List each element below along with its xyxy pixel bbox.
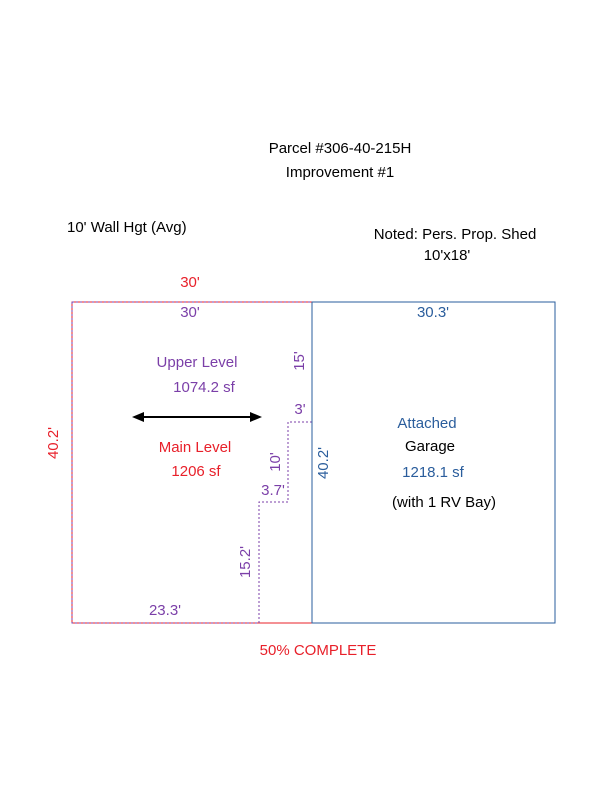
parcel-number: Parcel #306-40-215H bbox=[269, 140, 412, 157]
double-arrow-icon bbox=[132, 412, 262, 422]
shed-note-line1: Noted: Pers. Prop. Shed bbox=[374, 226, 537, 243]
upper-23-3-dimension: 23.3' bbox=[149, 602, 181, 619]
upper-15-dimension: 15' bbox=[291, 351, 308, 371]
garage-top-dimension: 30.3' bbox=[417, 304, 449, 321]
upper-3-7-dimension: 3.7' bbox=[261, 482, 285, 499]
upper-level-area: 1074.2 sf bbox=[173, 379, 236, 396]
upper-top-dimension: 30' bbox=[180, 304, 200, 321]
garage-label-garage: Garage bbox=[405, 438, 455, 455]
wall-height-note: 10' Wall Hgt (Avg) bbox=[67, 219, 187, 236]
main-level-label: Main Level bbox=[159, 439, 232, 456]
garage-area: 1218.1 sf bbox=[402, 464, 465, 481]
garage-outline bbox=[311, 301, 556, 624]
garage-rv-note: (with 1 RV Bay) bbox=[392, 494, 496, 511]
upper-level-label: Upper Level bbox=[157, 354, 238, 371]
main-left-dimension: 40.2' bbox=[45, 427, 62, 459]
upper-3-dimension: 3' bbox=[294, 401, 305, 418]
completion-status: 50% COMPLETE bbox=[260, 642, 377, 659]
main-top-dimension: 30' bbox=[180, 274, 200, 291]
garage-left-dimension: 40.2' bbox=[315, 447, 332, 479]
upper-10-dimension: 10' bbox=[267, 452, 284, 472]
shed-note-line2: 10'x18' bbox=[424, 247, 471, 264]
main-level-area: 1206 sf bbox=[171, 463, 221, 480]
garage-label-attached: Attached bbox=[397, 415, 456, 432]
improvement-label: Improvement #1 bbox=[286, 164, 394, 181]
upper-15-2-dimension: 15.2' bbox=[237, 546, 254, 578]
